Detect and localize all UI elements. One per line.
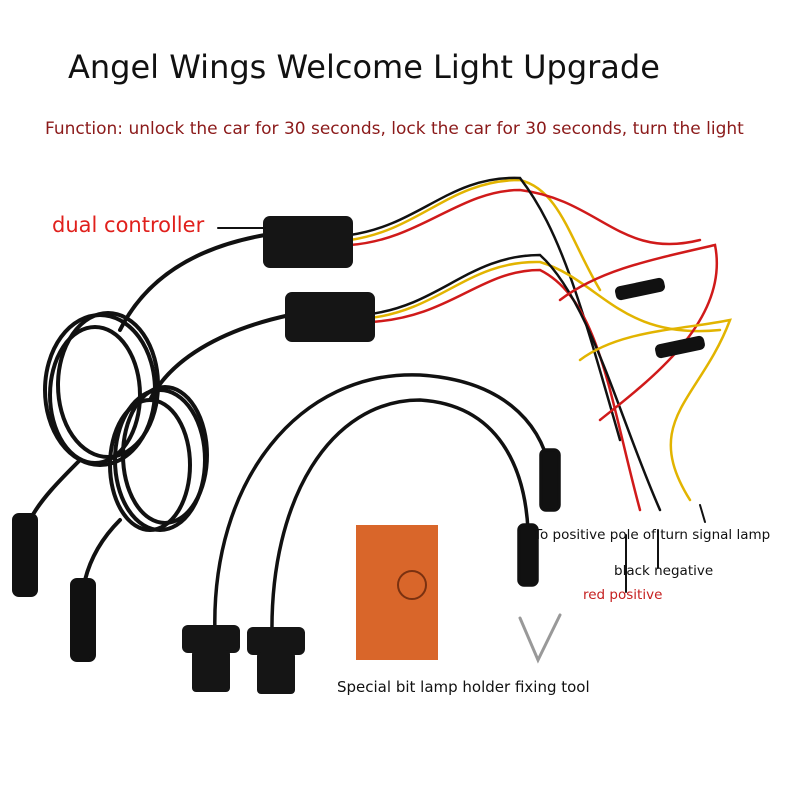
fixing-tool-label: Special bit lamp holder fixing tool — [337, 678, 590, 696]
coiled-cable-right — [70, 313, 292, 662]
red-positive-label: red positive — [583, 587, 663, 603]
page-title: Angel Wings Welcome Light Upgrade — [68, 48, 660, 86]
controller-box — [285, 292, 375, 342]
function-description: Function: unlock the car for 30 seconds,… — [45, 119, 744, 139]
fuse-holder — [615, 277, 665, 301]
tool-box — [356, 525, 438, 660]
controller-box — [263, 216, 353, 268]
lamp-cables — [213, 373, 561, 637]
wire-harness — [348, 176, 732, 512]
turn-signal-label: To positive pole of turn signal lamp — [534, 527, 771, 543]
black-negative-label: black negative — [614, 563, 714, 579]
dual-controller-label: dual controller — [52, 213, 205, 237]
coiled-cable-left — [12, 233, 267, 597]
fuse-holder — [655, 335, 705, 359]
lamp-holders — [182, 625, 305, 694]
fixing-tool — [518, 613, 562, 664]
